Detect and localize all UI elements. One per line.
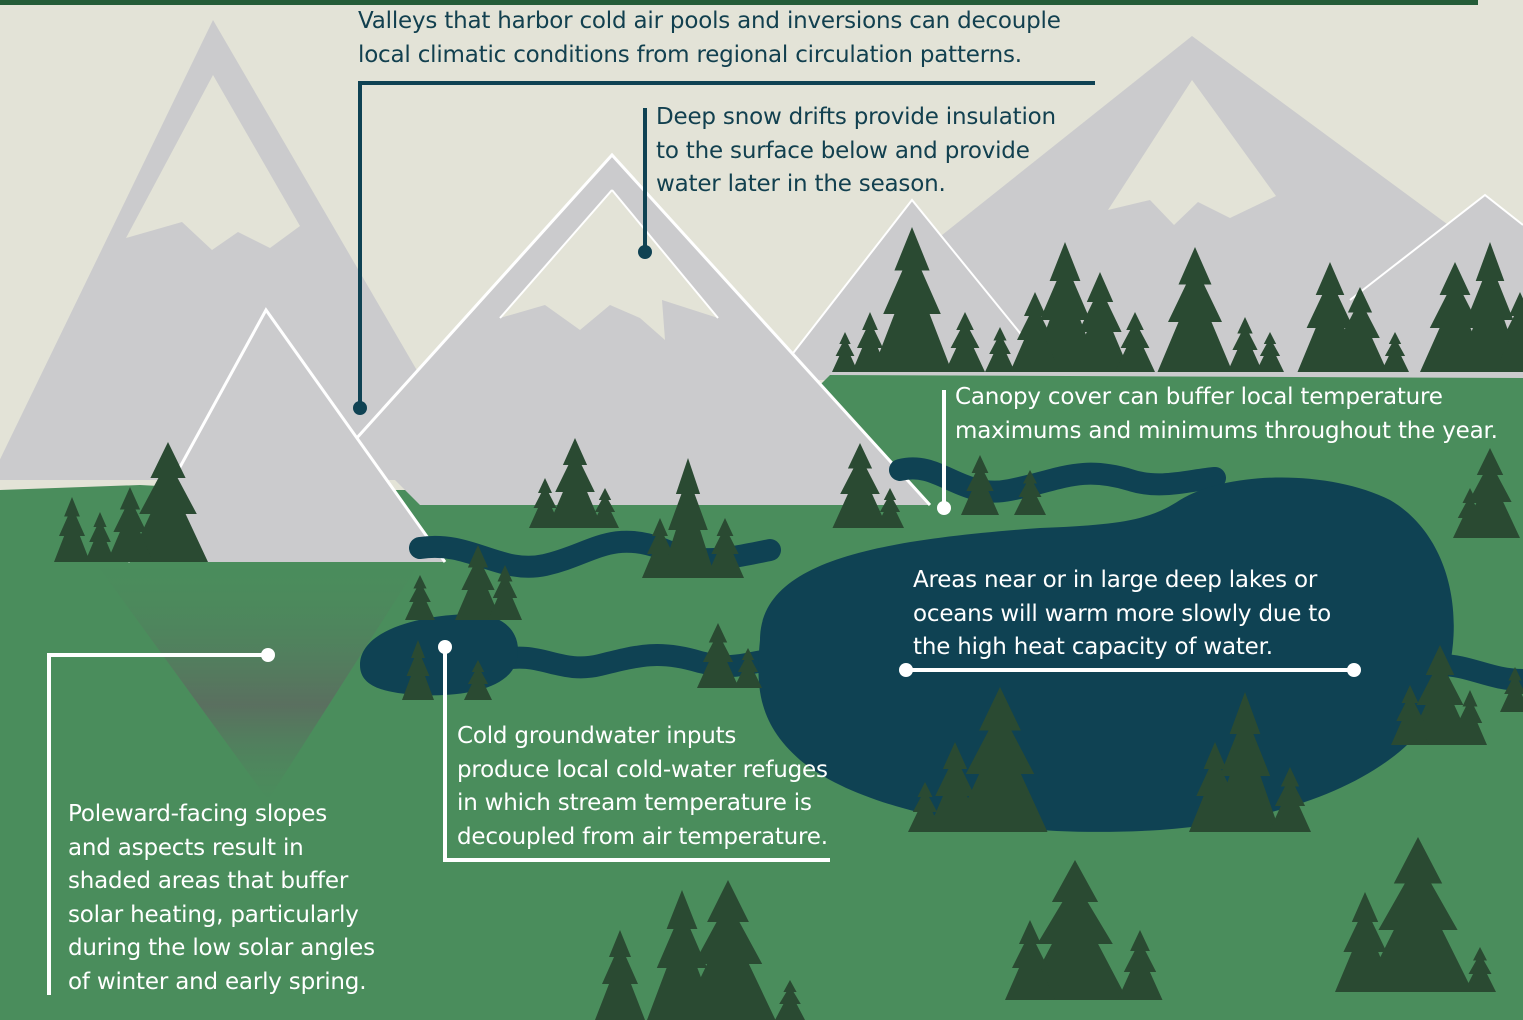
tree <box>1022 860 1128 1000</box>
groundwater-dot <box>438 640 452 654</box>
tree <box>595 930 645 1020</box>
canopy-dot <box>937 501 951 515</box>
tree <box>706 518 744 578</box>
tree <box>734 648 762 688</box>
tree <box>464 660 492 700</box>
tree <box>832 443 888 528</box>
tree <box>1157 247 1233 372</box>
tree <box>1005 920 1055 1000</box>
tree <box>1453 690 1487 745</box>
tree <box>985 327 1015 372</box>
tree <box>660 458 716 578</box>
tree <box>647 890 717 1020</box>
center-mountain <box>353 152 932 507</box>
valleys-dot <box>353 401 367 415</box>
snow-annotation: Deep snow drifts provide insulation to t… <box>656 104 1056 197</box>
tree <box>1269 767 1311 832</box>
tree <box>961 455 999 515</box>
tree <box>1210 692 1280 832</box>
tree <box>775 980 805 1020</box>
tree <box>405 575 435 620</box>
slopes-annotation: Poleward-facing slopes and aspects resul… <box>68 801 375 995</box>
tree <box>945 312 985 372</box>
canopy-annotation: Canopy cover can buffer local temperatur… <box>955 384 1498 444</box>
tree <box>876 488 904 528</box>
tree <box>1335 892 1395 992</box>
tree <box>832 332 858 372</box>
tree <box>1014 470 1046 515</box>
tree <box>591 488 619 528</box>
top-bar <box>0 0 1478 5</box>
tree <box>1453 488 1487 538</box>
tree <box>872 227 952 372</box>
tree <box>1381 332 1409 372</box>
tree <box>488 565 522 620</box>
lakes-dot-right <box>1347 663 1361 677</box>
shaded-slope <box>95 562 420 800</box>
lakes-dot-left <box>899 663 913 677</box>
tree <box>908 782 942 832</box>
tree <box>1010 292 1060 372</box>
annotation-lines <box>47 81 1361 995</box>
tree <box>1117 930 1163 1000</box>
tree <box>529 478 561 528</box>
tree <box>1070 272 1130 372</box>
tree <box>680 880 776 1020</box>
tree <box>1256 332 1284 372</box>
tree <box>927 742 983 832</box>
snow-dot <box>638 245 652 259</box>
groundwater-annotation: Cold groundwater inputs produce local co… <box>457 723 828 850</box>
tree <box>107 487 153 562</box>
groundwater-line <box>443 647 830 862</box>
lakes-annotation: Areas near or in large deep lakes or oce… <box>913 567 1331 660</box>
tree <box>642 518 678 578</box>
valleys-annotation: Valleys that harbor cold air pools and i… <box>358 8 1061 68</box>
tree <box>402 640 434 700</box>
slopes-line <box>47 653 268 995</box>
tree <box>1407 645 1473 745</box>
mountain-left-back <box>0 20 440 480</box>
tree <box>455 545 501 620</box>
valleys-line <box>358 81 1095 408</box>
tree-group <box>54 227 1523 1020</box>
tree <box>1464 947 1496 992</box>
tree <box>1189 742 1241 832</box>
tree <box>1495 292 1523 372</box>
tree <box>128 442 208 562</box>
tree <box>1500 667 1523 712</box>
tree <box>1391 685 1429 745</box>
tree <box>697 623 739 688</box>
tree <box>852 312 888 372</box>
tree <box>1363 837 1473 992</box>
lake-large <box>758 477 1454 832</box>
tree <box>54 497 90 562</box>
tree <box>1227 317 1263 372</box>
tree <box>85 512 115 562</box>
tree <box>1332 287 1388 372</box>
slopes-dot <box>261 648 275 662</box>
tree <box>952 687 1048 832</box>
tree <box>1115 312 1155 372</box>
tree <box>547 438 603 528</box>
